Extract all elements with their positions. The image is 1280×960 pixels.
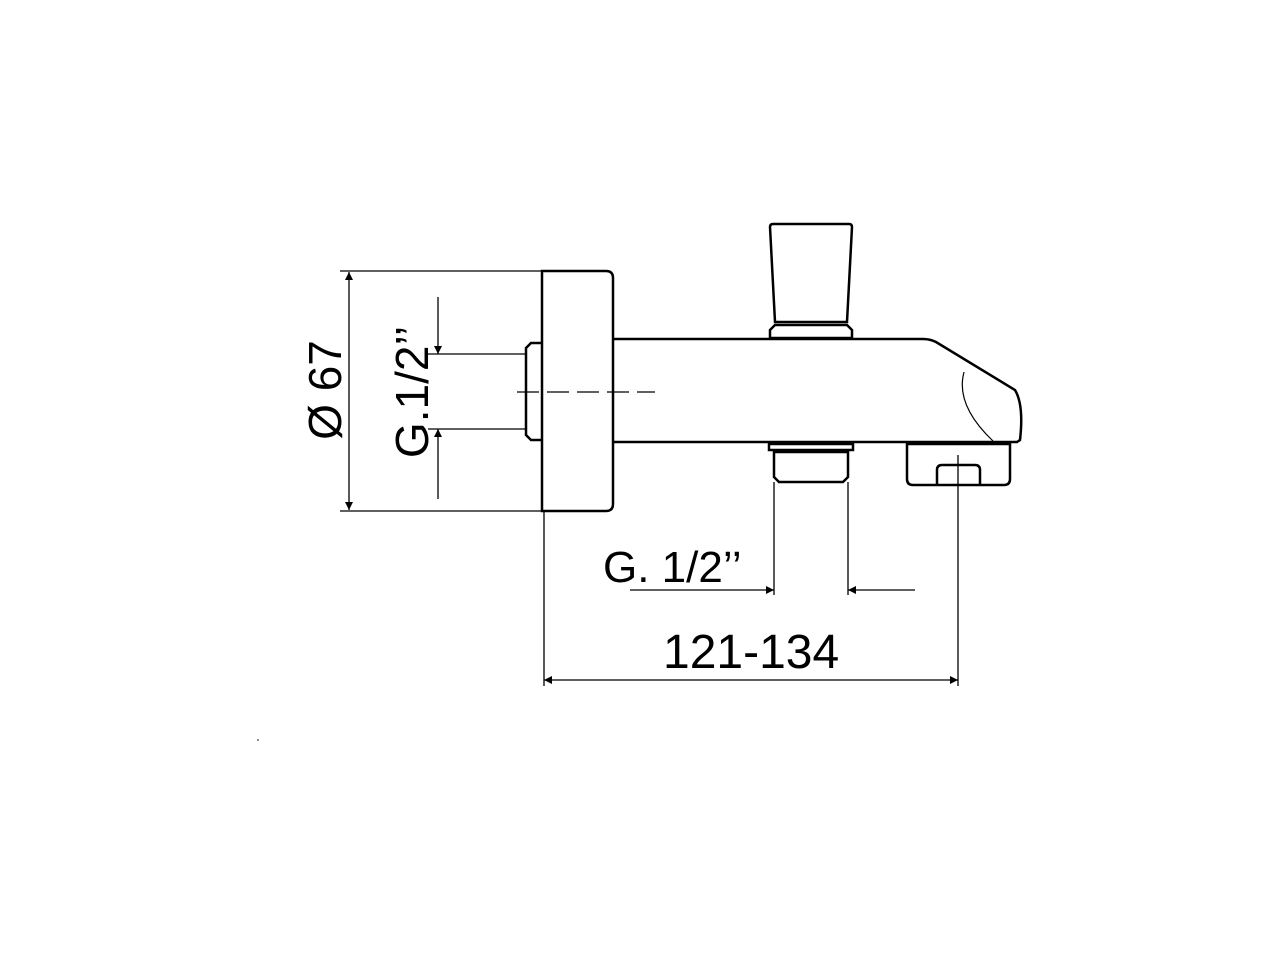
spout-curve xyxy=(961,371,994,442)
knob-collar xyxy=(768,323,854,340)
stray-dot xyxy=(257,739,259,741)
dimension-lines xyxy=(340,270,959,686)
wall-thread-label: G.1/2’’ xyxy=(386,326,438,458)
projection-label: 121-134 xyxy=(663,626,839,679)
outlet-thread-label: G. 1/2’’ xyxy=(603,543,742,592)
outlet-thread xyxy=(772,450,850,484)
aerator-housing xyxy=(905,442,1012,487)
diverter-knob xyxy=(768,222,854,324)
lower-collar xyxy=(767,442,855,452)
flange-diameter-label: Ø 67 xyxy=(299,340,351,440)
wall-flange xyxy=(540,269,615,513)
spout-body xyxy=(613,337,1023,444)
